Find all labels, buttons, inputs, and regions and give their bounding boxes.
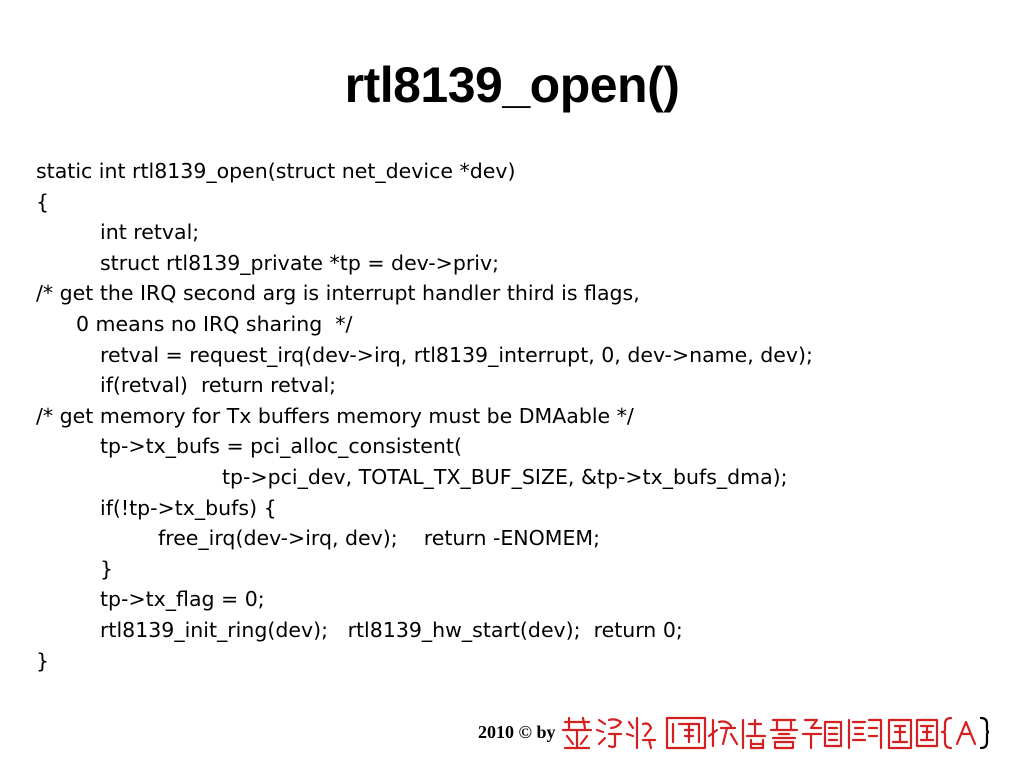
code-line: int retval; <box>100 220 200 245</box>
footer: 2010 © by <box>478 714 990 750</box>
code-line: } <box>36 648 50 673</box>
code-line: struct rtl8139_private *tp = dev->priv; <box>100 250 500 275</box>
code-line: if(retval) return retval; <box>100 373 337 398</box>
code-line: static int rtl8139_open(struct net_devic… <box>36 159 516 183</box>
code-line: tp->tx_flag = 0; <box>100 587 265 612</box>
copyright-text: 2010 © by <box>478 721 556 742</box>
code-line: { <box>36 189 50 214</box>
author-logo-icon <box>562 716 990 750</box>
code-block: static int rtl8139_open(struct net_devic… <box>36 156 1016 676</box>
code-comment-line: 0 means no IRQ sharing */ <box>76 311 353 336</box>
code-comment-line: /* get memory for Tx buffers memory must… <box>36 403 634 428</box>
code-line: free_irq(dev->irq, dev); return -ENOMEM; <box>158 526 601 551</box>
code-line: tp->tx_bufs = pci_alloc_consistent( <box>100 434 462 459</box>
code-line: tp->pci_dev, TOTAL_TX_BUF_SIZE, &tp->tx_… <box>222 464 788 489</box>
code-line: retval = request_irq(dev->irq, rtl8139_i… <box>100 342 813 367</box>
code-line: rtl8139_init_ring(dev); rtl8139_hw_start… <box>100 617 683 642</box>
slide-title: rtl8139_open() <box>344 57 680 113</box>
code-line: if(!tp->tx_bufs) { <box>100 495 277 520</box>
code-line: } <box>100 556 114 581</box>
code-comment-line: /* get the IRQ second arg is interrupt h… <box>36 281 640 306</box>
